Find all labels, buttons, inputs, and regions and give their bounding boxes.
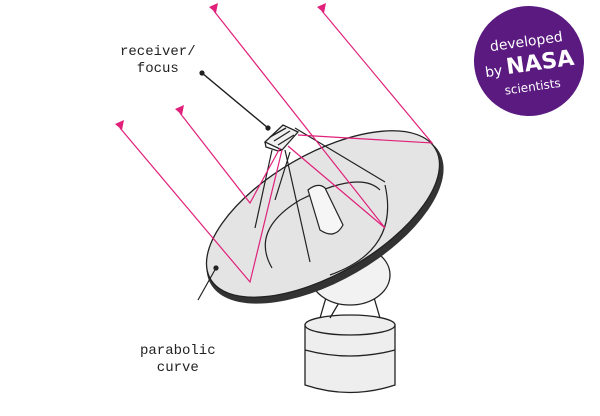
signal-rays bbox=[119, 10, 434, 284]
leader-lines bbox=[197, 70, 271, 301]
parabolic-label-line1: parabolic bbox=[140, 343, 216, 359]
parabolic-curve-label: parabolic curve bbox=[140, 343, 216, 377]
ray-arrowheads bbox=[115, 3, 326, 130]
badge-by: by bbox=[484, 62, 504, 82]
dish bbox=[205, 127, 444, 304]
receiver-focus-label: receiver/ focus bbox=[120, 44, 196, 78]
receiver bbox=[263, 124, 300, 152]
receiver-label-line1: receiver/ bbox=[120, 44, 196, 60]
receiver-label-line2: focus bbox=[136, 61, 179, 77]
parabolic-label-line2: curve bbox=[156, 360, 199, 376]
